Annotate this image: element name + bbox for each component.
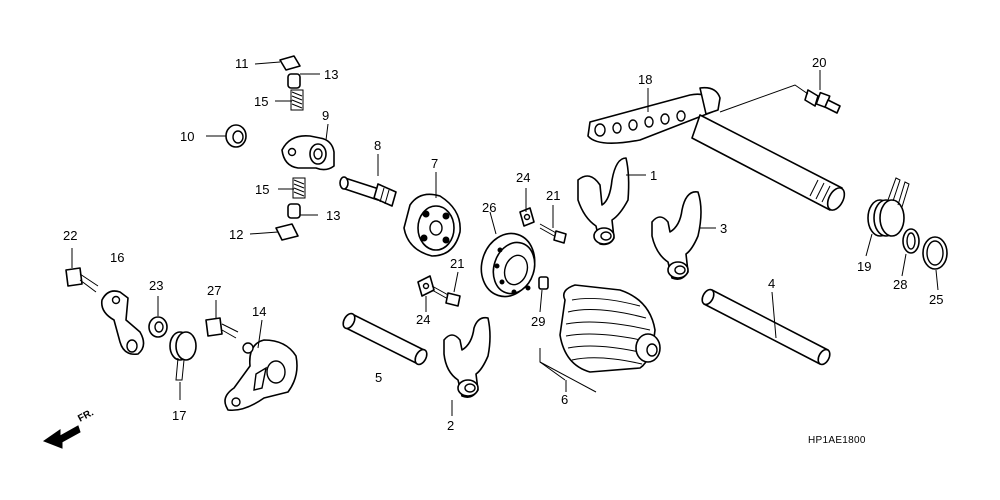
callout-29: 29 bbox=[531, 314, 545, 329]
part-4-fork-shaft[interactable] bbox=[700, 288, 832, 367]
callout-16: 16 bbox=[110, 250, 124, 265]
callout-21-upper: 21 bbox=[546, 188, 560, 203]
callout-5: 5 bbox=[375, 370, 382, 385]
part-22-bolt[interactable] bbox=[65, 267, 99, 293]
part-5-fork-shaft[interactable] bbox=[341, 312, 429, 367]
part-27-bolt[interactable] bbox=[205, 317, 239, 339]
front-direction-arrow: FR. bbox=[42, 407, 96, 449]
callout-28: 28 bbox=[893, 277, 907, 292]
part-7-drum-center[interactable] bbox=[403, 193, 461, 257]
part-9-stopper-arm[interactable] bbox=[281, 134, 335, 171]
part-15-spring-upper[interactable] bbox=[290, 89, 304, 111]
part-28-snap-ring[interactable] bbox=[902, 228, 920, 254]
part-13-spring-cap-lower[interactable] bbox=[287, 203, 301, 219]
part-2-shift-fork[interactable] bbox=[443, 316, 491, 398]
callout-15-upper: 15 bbox=[254, 94, 268, 109]
part-11-cap-upper[interactable] bbox=[279, 55, 301, 71]
callout-26: 26 bbox=[482, 200, 496, 215]
part-14-stopper-plate[interactable] bbox=[224, 339, 298, 412]
callout-24-lower: 24 bbox=[416, 312, 430, 327]
callout-25: 25 bbox=[929, 292, 943, 307]
part-3-shift-fork[interactable] bbox=[651, 191, 702, 280]
part-18-gearshift-spindle[interactable] bbox=[587, 86, 848, 213]
callout-11: 11 bbox=[235, 56, 249, 71]
callout-17: 17 bbox=[172, 408, 186, 423]
callout-6: 6 bbox=[561, 392, 568, 407]
callout-24-upper: 24 bbox=[516, 170, 530, 185]
callout-13-lower: 13 bbox=[326, 208, 340, 223]
callout-22: 22 bbox=[63, 228, 77, 243]
callout-1: 1 bbox=[650, 168, 657, 183]
part-1-shift-fork[interactable] bbox=[577, 157, 630, 246]
callout-15-lower: 15 bbox=[255, 182, 269, 197]
callout-14: 14 bbox=[252, 304, 266, 319]
callout-3: 3 bbox=[720, 221, 727, 236]
direction-label: FR. bbox=[76, 407, 96, 424]
part-21-bolt-lower[interactable] bbox=[431, 285, 461, 307]
callout-7: 7 bbox=[431, 156, 438, 171]
callout-9: 9 bbox=[322, 108, 329, 123]
part-20-bolt[interactable] bbox=[804, 89, 841, 114]
diagram-code: HP1AE1800 bbox=[808, 435, 866, 446]
callout-19: 19 bbox=[857, 259, 871, 274]
callout-27: 27 bbox=[207, 283, 221, 298]
part-19-return-spring[interactable] bbox=[867, 177, 910, 237]
part-12-cap-lower[interactable] bbox=[275, 223, 299, 241]
callout-18: 18 bbox=[638, 72, 652, 87]
part-26-bearing[interactable] bbox=[473, 227, 542, 304]
part-24-set-plate-upper[interactable] bbox=[519, 207, 535, 227]
leader-lines bbox=[71, 61, 939, 416]
callouts: 11 13 15 9 10 8 7 15 13 12 24 21 26 1 3 … bbox=[63, 55, 943, 433]
part-21-bolt-upper[interactable] bbox=[539, 223, 567, 244]
callout-21-lower: 21 bbox=[450, 256, 464, 271]
callout-20: 20 bbox=[812, 55, 826, 70]
part-6-shift-drum[interactable] bbox=[559, 284, 661, 373]
callout-2: 2 bbox=[447, 418, 454, 433]
callout-13-upper: 13 bbox=[324, 67, 338, 82]
part-17-spring[interactable] bbox=[169, 331, 197, 381]
part-13-spring-cap-upper[interactable] bbox=[287, 73, 301, 89]
callout-10: 10 bbox=[180, 129, 194, 144]
part-8-drum-center-bolt[interactable] bbox=[339, 176, 397, 207]
callout-4: 4 bbox=[768, 276, 775, 291]
part-23-washer[interactable] bbox=[148, 316, 168, 338]
part-15-spring-lower[interactable] bbox=[292, 177, 306, 199]
callout-8: 8 bbox=[374, 138, 381, 153]
part-29-dowel-pin[interactable] bbox=[538, 276, 549, 290]
part-16-gearshift-arm[interactable] bbox=[100, 290, 145, 356]
callout-23: 23 bbox=[149, 278, 163, 293]
part-25-oil-seal[interactable] bbox=[922, 236, 948, 270]
part-10-collar[interactable] bbox=[225, 124, 247, 148]
callout-12: 12 bbox=[229, 227, 243, 242]
part-24-set-plate-lower[interactable] bbox=[417, 275, 435, 297]
